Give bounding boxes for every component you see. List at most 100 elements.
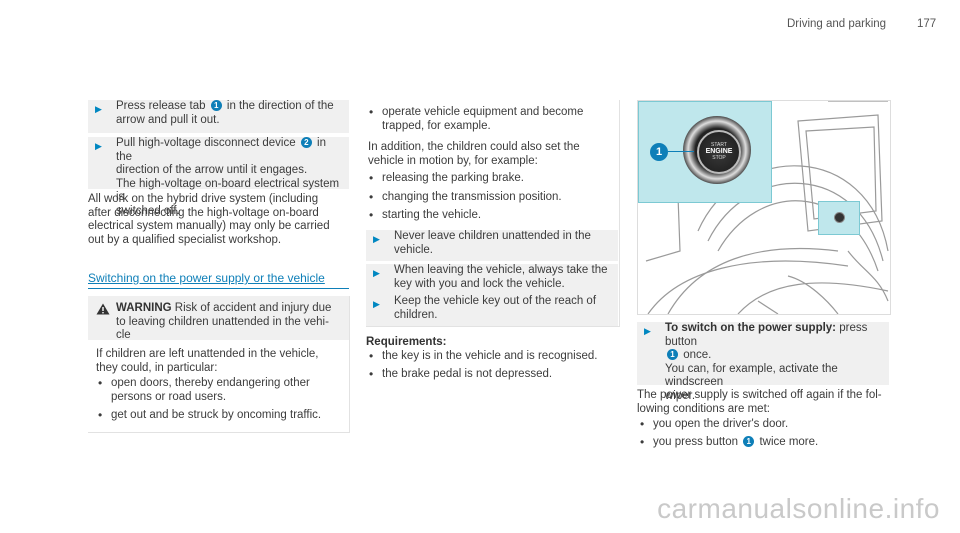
button-location-dot-icon xyxy=(834,212,845,223)
step1-text-a: Press release tab xyxy=(116,100,206,112)
section-divider xyxy=(88,288,349,289)
bullet-text: the key is in the vehicle and is recogni… xyxy=(382,350,598,362)
bullet-text: you open the driver's door. xyxy=(653,418,789,430)
list-item: • get out and be struck by oncoming traf… xyxy=(98,408,343,424)
button-label-start: START xyxy=(711,142,727,148)
step-arrow-icon: ▶ xyxy=(95,141,102,151)
bullet-text: operate vehicle equipment and become xyxy=(382,106,584,118)
para-line: lowing conditions are met: xyxy=(637,402,770,415)
callout-1-icon: 1 xyxy=(210,100,222,111)
bullet-icon: • xyxy=(640,435,645,449)
warning-text-line: cle xyxy=(116,329,131,342)
bullet-icon: • xyxy=(640,417,645,431)
bullet-text: twice more. xyxy=(759,436,819,448)
bullet-icon: • xyxy=(369,190,374,204)
step-switch-on-power: ▶ To switch on the power supply: press b… xyxy=(637,322,889,402)
step-text: When leaving the vehicle, always take th… xyxy=(394,264,608,276)
step-text: wiper. xyxy=(665,389,696,402)
bullet-text: persons or road users. xyxy=(111,390,227,403)
button-label-stop: STOP xyxy=(712,155,726,161)
list-item: • the key is in the vehicle and is recogn… xyxy=(369,349,614,364)
bullet-icon: • xyxy=(98,408,103,422)
step-release-tab: ▶ Press release tab 1 in the direction o… xyxy=(88,100,349,133)
bullet-text: starting the vehicle. xyxy=(382,209,482,221)
button-label-engine: ENGINE xyxy=(705,148,733,155)
step-text: Keep the vehicle key out of the reach of xyxy=(394,295,597,307)
warning-title-band xyxy=(88,296,349,340)
bullet-icon: • xyxy=(369,105,374,119)
section-heading-link[interactable]: Switching on the power supply or the veh… xyxy=(88,271,325,285)
step-text: vehicle. xyxy=(394,243,433,256)
note-line: All work on the hybrid drive system (inc… xyxy=(88,193,319,205)
note-line: after disconnecting the high-voltage on-… xyxy=(88,206,319,219)
start-stop-button-face: START ENGINE STOP xyxy=(697,130,741,174)
step-text: Never leave children unattended in the xyxy=(394,230,591,242)
watermark-text: carmanualsonline.info xyxy=(657,493,940,524)
children-paragraph: In addition, the children could also set… xyxy=(368,141,618,168)
list-item: • the brake pedal is not depressed. xyxy=(369,367,614,382)
illustration-callout-1: 1 xyxy=(650,143,668,161)
step1-text-b: in the direction of the xyxy=(226,100,334,112)
bullet-text: you press button xyxy=(653,436,739,448)
step2-text-b: in the xyxy=(116,137,326,163)
callout-line xyxy=(668,151,694,152)
para-line: vehicle in motion by, for example: xyxy=(368,154,538,167)
warning-text-line: to leaving children unattended in the ve… xyxy=(116,315,329,328)
warning-body-line: they could, in particular: xyxy=(96,361,218,374)
para-line: The power supply is switched off again i… xyxy=(637,389,882,401)
step2-text-a: Pull high-voltage disconnect device xyxy=(116,137,296,149)
step2-text-d: The high-voltage on-board electrical sys… xyxy=(116,177,340,204)
step-text: children. xyxy=(394,308,438,321)
step-arrow-icon: ▶ xyxy=(373,268,380,278)
bullet-text: the brake pedal is not depressed. xyxy=(382,368,553,380)
step-text: press button xyxy=(665,322,868,348)
bullet-icon: • xyxy=(369,349,374,363)
requirements-heading: Requirements: xyxy=(366,336,447,348)
bullet-icon: • xyxy=(369,367,374,381)
list-item: • starting the vehicle. xyxy=(369,208,614,223)
note-line: out by a qualified specialist workshop. xyxy=(88,233,282,246)
warning-title: WARNING xyxy=(116,302,172,314)
warning-text-block: WARNING Risk of accident and injury due … xyxy=(116,302,346,343)
hybrid-note: All work on the hybrid drive system (inc… xyxy=(88,193,353,247)
bullet-icon: • xyxy=(98,376,103,390)
bullet-text: releasing the parking brake. xyxy=(382,172,524,184)
step1-text-c: arrow and pull it out. xyxy=(116,113,220,126)
step-text: key with you and lock the vehicle. xyxy=(394,277,565,290)
note-line: electrical system manually) may only be … xyxy=(88,220,330,233)
step-text: You can, for example, activate the winds… xyxy=(665,362,838,389)
para-line: In addition, the children could also set… xyxy=(368,141,580,153)
dashboard-illustration: START ENGINE STOP 1 xyxy=(637,100,891,315)
bullet-icon: • xyxy=(369,171,374,185)
step-keep-key: ▶ Keep the vehicle key out of the reach … xyxy=(366,295,618,326)
step2-text-c: direction of the arrow until it engages. xyxy=(116,164,308,177)
step2-text-e: switched off. xyxy=(116,204,180,217)
warning-triangle-icon xyxy=(96,303,110,315)
warning-body-line: If children are left unattended in the v… xyxy=(96,348,319,360)
warning-box: WARNING Risk of accident and injury due … xyxy=(88,296,350,433)
bullet-text: trapped, for example. xyxy=(382,119,491,132)
list-item: •changing the transmission position. xyxy=(369,190,614,205)
callout-1-icon: 1 xyxy=(743,436,755,447)
list-item: • you press button 1 twice more. xyxy=(640,435,885,450)
list-item: • releasing the parking brake. xyxy=(369,171,614,186)
page-number: 177 xyxy=(917,18,937,30)
step-never-leave: ▶ Never leave children unattended in the… xyxy=(366,230,618,261)
switch-off-paragraph: The power supply is switched off again i… xyxy=(637,389,892,416)
step-title: To switch on the power supply: xyxy=(665,322,837,334)
step-arrow-icon: ▶ xyxy=(373,299,380,309)
page-header-section: Driving and parking xyxy=(787,18,887,30)
step-arrow-icon: ▶ xyxy=(644,326,651,336)
list-item: • you open the driver's door. xyxy=(640,417,885,432)
step-arrow-icon: ▶ xyxy=(373,234,380,244)
bullet-icon: • xyxy=(369,208,374,222)
step-take-key: ▶ When leaving the vehicle, always take … xyxy=(366,264,618,295)
bullet-text: open doors, thereby endangering other xyxy=(111,377,310,389)
bullet-text: get out and be struck by oncoming traffi… xyxy=(111,409,322,421)
step-text: once. xyxy=(683,349,712,362)
warning-text-line: Risk of accident and injury due xyxy=(174,302,332,314)
step-pull-disconnect: ▶ Pull high-voltage disconnect device 2 … xyxy=(88,137,349,217)
